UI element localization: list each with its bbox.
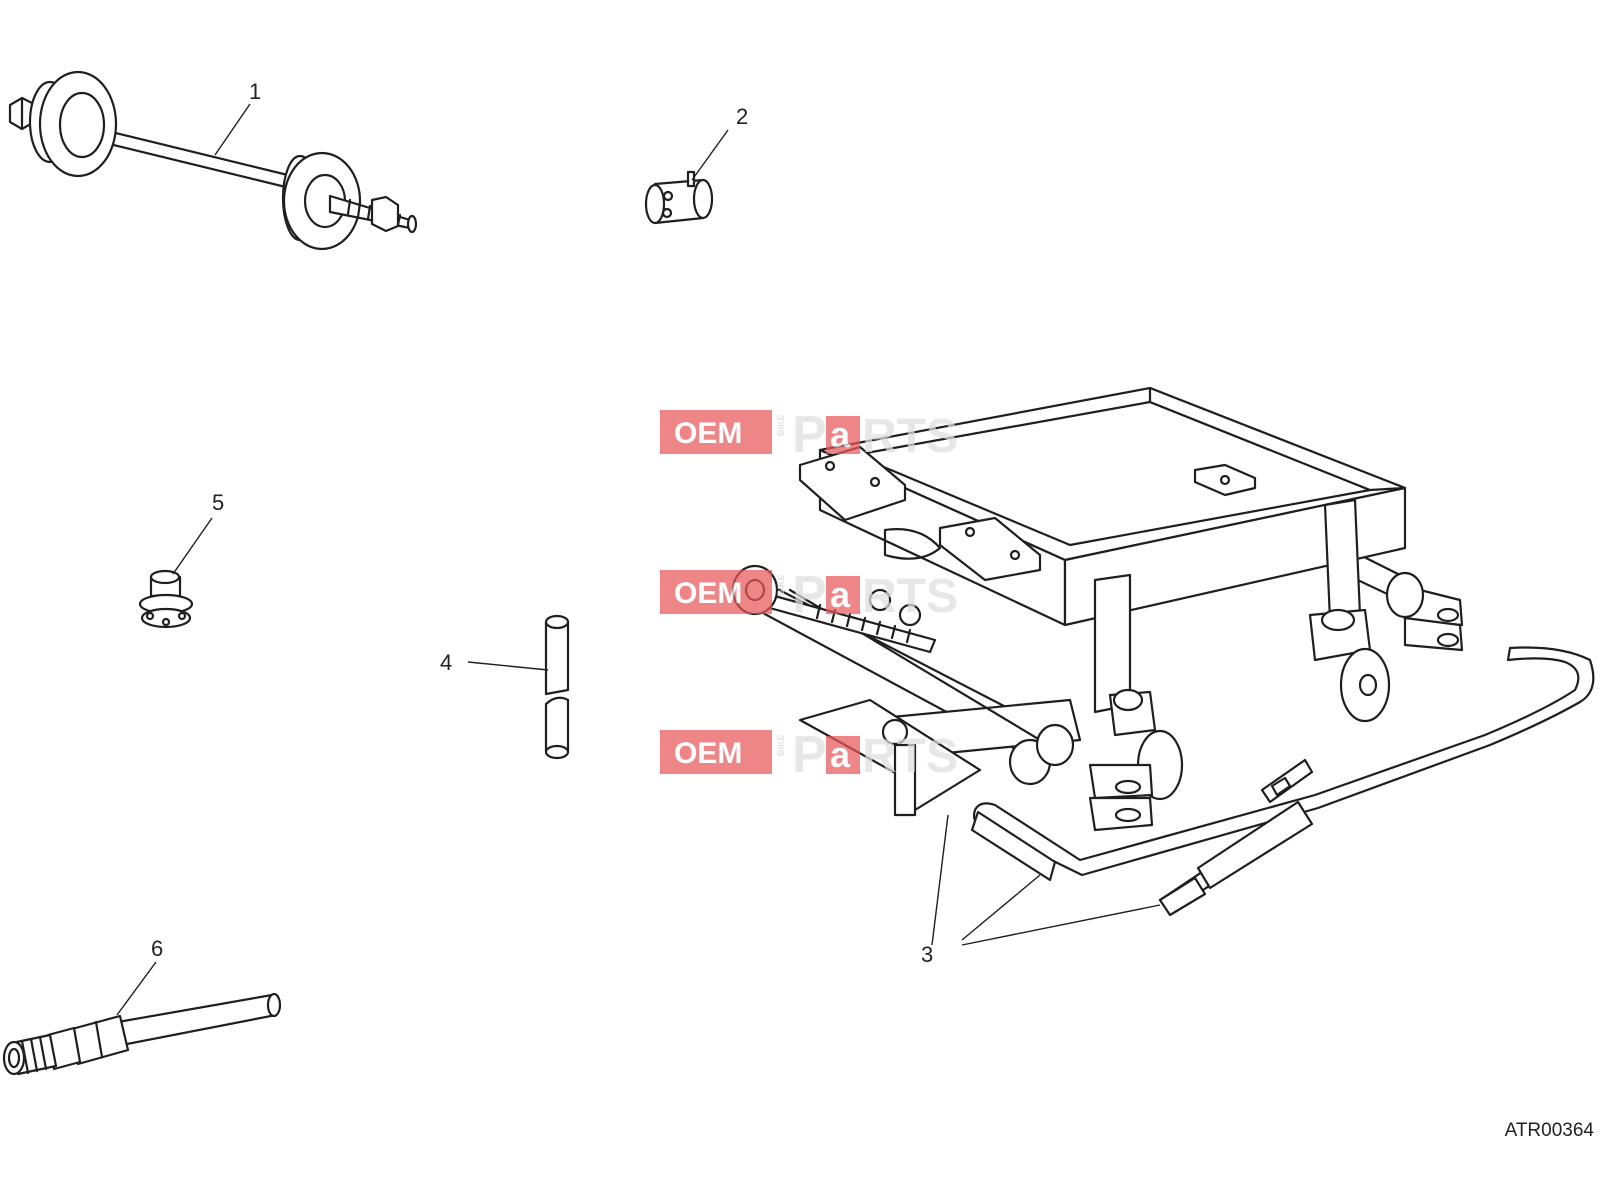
watermark-oem-bike-parts-2: OEM BIKE P a RTS (660, 566, 958, 624)
watermark-oem-bike-parts-3: OEM BIKE P a RTS (660, 726, 958, 784)
watermark-p-text: P (792, 406, 827, 464)
watermark-oem-bike-parts-1: OEM BIKE P a RTS (660, 406, 958, 464)
watermark-oem-text: OEM (674, 577, 742, 610)
watermark-a-text: a (830, 574, 851, 615)
watermark-bike-text: BIKE (776, 574, 786, 596)
leader-1 (214, 103, 251, 156)
leader-3a (931, 814, 949, 946)
callout-number-3: 3 (921, 942, 933, 967)
watermark-bike-text: BIKE (776, 414, 786, 436)
leader-3b (961, 874, 1041, 941)
leader-4 (467, 661, 549, 671)
watermark-red-block (660, 570, 772, 614)
watermark-red-block (660, 410, 772, 454)
diagram-reference-code: ATR00364 (1504, 1120, 1594, 1141)
leader-6 (116, 961, 157, 1016)
watermark-rts-text: RTS (862, 410, 958, 463)
watermark-bike-text: BIKE (776, 734, 786, 756)
watermark-p-text: P (792, 566, 827, 624)
watermark-a-text: a (830, 414, 851, 455)
part-3-lift-stand (731, 386, 1595, 917)
watermark-oem-text: OEM (674, 417, 742, 450)
callout-number-4: 4 (440, 650, 452, 675)
part-4-dowel (544, 614, 570, 760)
part-1-bearing-puller (8, 70, 418, 251)
watermark-a-block (826, 736, 860, 774)
callout-number-1: 1 (249, 79, 261, 104)
callout-number-6: 6 (151, 936, 163, 961)
watermark-rts-text: RTS (862, 730, 958, 783)
watermark-red-block (660, 730, 772, 774)
watermark-a-block (826, 416, 860, 454)
leader-3c (961, 904, 1161, 946)
leader-5 (172, 517, 213, 575)
leader-2 (691, 129, 729, 181)
watermark-p-text: P (792, 726, 827, 784)
watermark-a-block (826, 576, 860, 614)
part-2-bushing (644, 170, 714, 225)
part-5-plug (138, 569, 194, 629)
callout-leaders (116, 103, 1161, 1016)
callout-number-2: 2 (736, 104, 748, 129)
callout-number-5: 5 (212, 490, 224, 515)
watermark-rts-text: RTS (862, 570, 958, 623)
watermark-oem-text: OEM (674, 737, 742, 770)
part-6-adapter-tube (2, 992, 282, 1076)
watermark-a-text: a (830, 734, 851, 775)
